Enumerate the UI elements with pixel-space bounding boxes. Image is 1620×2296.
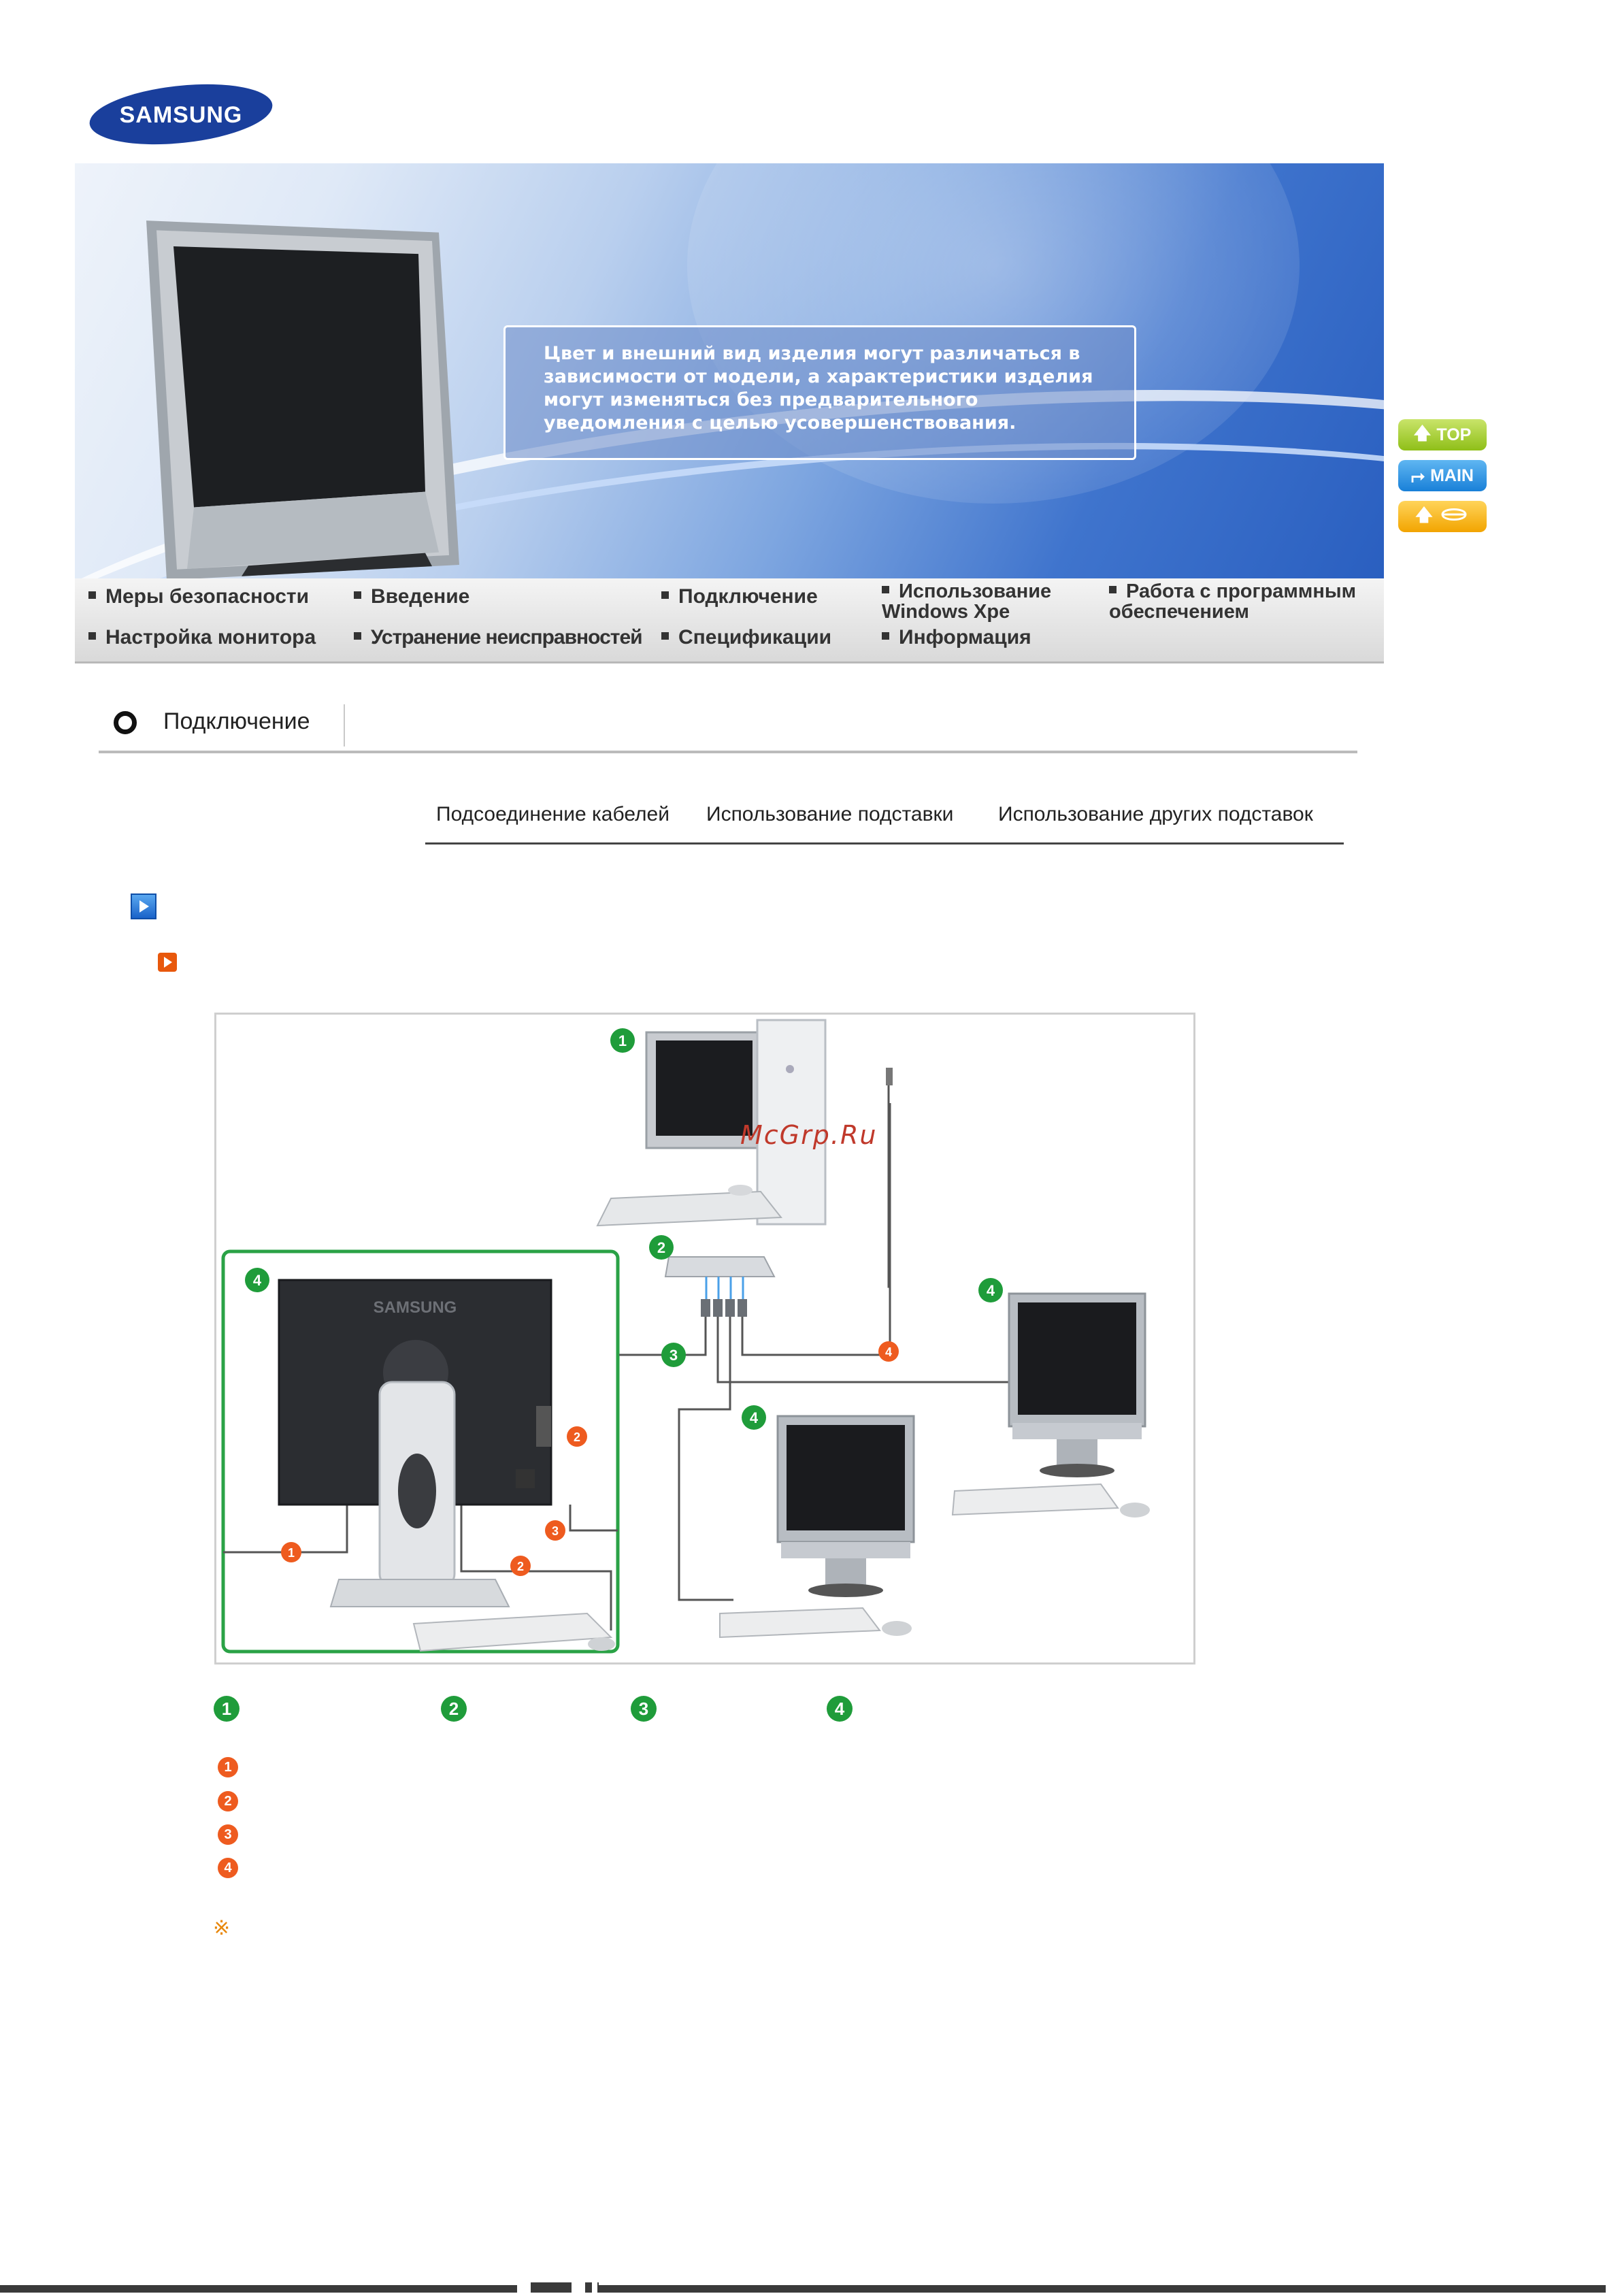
turn-arrow-icon: ⮣: [1411, 465, 1425, 485]
notice-text: Цвет и внешний вид изделия могут различа…: [544, 343, 1093, 433]
main-button[interactable]: ⮣ MAIN: [1398, 460, 1487, 491]
diagram-label-orange-3: 3: [552, 1524, 559, 1538]
connection-diagram: SAMSUNG: [214, 1013, 1195, 1664]
legend-orange-2: 2: [218, 1791, 238, 1811]
nav-item-windows-xpe[interactable]: Использование Windows Xpe: [882, 580, 1052, 623]
legend-green-4: 4: [827, 1696, 853, 1722]
nav-item-information[interactable]: Информация: [882, 627, 1031, 648]
legend-orange-4: 4: [218, 1858, 238, 1878]
diagram-label-orange-4: 4: [885, 1345, 892, 1359]
diagram-label-orange-1: 1: [288, 1546, 295, 1560]
pc-image: [596, 1019, 827, 1227]
nav-item-troubleshooting[interactable]: Устранение неисправностей: [354, 627, 643, 648]
client-monitor-image: [951, 1292, 1150, 1518]
diagram-label-green-4c: 4: [750, 1409, 759, 1426]
watermark-text: McGrp.Ru: [740, 1120, 878, 1150]
section-header: Подключение: [99, 704, 1357, 753]
hub-image: [664, 1256, 776, 1317]
legend-green-1: 1: [214, 1696, 239, 1722]
legend-orange-3: 3: [218, 1824, 238, 1845]
top-button[interactable]: 🡅 TOP: [1398, 419, 1487, 450]
sub-tabs: Подсоединение кабелей Использование подс…: [425, 803, 1344, 844]
monitor-image: [139, 180, 520, 578]
main-button-label: MAIN: [1430, 465, 1474, 485]
legend-green-2: 2: [441, 1696, 467, 1722]
circle-icon: [114, 711, 137, 734]
cropped-text-strip: [0, 2258, 1620, 2293]
tab-other-stands[interactable]: Использование других подставок: [998, 803, 1313, 825]
nav-item-adjust-monitor[interactable]: Настройка монитора: [88, 627, 316, 648]
samsung-logo: SAMSUNG: [86, 80, 276, 148]
nav-item-software[interactable]: Работа с программным обеспечением: [1109, 580, 1357, 623]
diagram-label-green-2: 2: [657, 1239, 665, 1256]
back-icon: [1438, 506, 1470, 528]
svg-text:SAMSUNG: SAMSUNG: [374, 1298, 457, 1317]
diagram-label-green-4b: 4: [987, 1282, 995, 1299]
main-navigation: Меры безопасности Введение Подключение И…: [75, 578, 1384, 663]
client-monitor-image: [719, 1415, 915, 1639]
legend-orange-1: 1: [218, 1757, 238, 1777]
nav-item-connection[interactable]: Подключение: [661, 587, 818, 607]
nav-item-safety[interactable]: Меры безопасности: [88, 587, 309, 607]
nav-item-specifications[interactable]: Спецификации: [661, 627, 831, 648]
monitor-back-image: SAMSUNG: [278, 1279, 615, 1652]
arrow-up-icon: 🡅: [1415, 505, 1433, 525]
nav-item-introduction[interactable]: Введение: [354, 587, 469, 607]
hero-banner: Цвет и внешний вид изделия могут различа…: [75, 163, 1384, 578]
diagram-label-green-1: 1: [618, 1032, 627, 1049]
back-button[interactable]: 🡅: [1398, 501, 1487, 532]
top-button-label: TOP: [1436, 425, 1472, 444]
tab-using-stand[interactable]: Использование подставки: [706, 803, 954, 825]
tab-cable-connection[interactable]: Подсоединение кабелей: [436, 803, 670, 825]
diagram-label-orange-2b: 2: [517, 1560, 524, 1573]
diagram-label-orange-2a: 2: [574, 1430, 580, 1444]
play-bullet-icon: [131, 893, 156, 919]
logo-text: SAMSUNG: [120, 102, 243, 128]
notice-box: Цвет и внешний вид изделия могут различа…: [503, 325, 1136, 460]
diagram-label-green-4a: 4: [253, 1272, 262, 1289]
play-bullet-icon: [158, 953, 177, 972]
note-symbol: ※: [213, 1917, 231, 1939]
page-title: Подключение: [163, 708, 310, 734]
diagram-label-green-3: 3: [670, 1347, 678, 1364]
arrow-up-icon: 🡅: [1413, 423, 1432, 443]
legend-green-3: 3: [631, 1696, 657, 1722]
